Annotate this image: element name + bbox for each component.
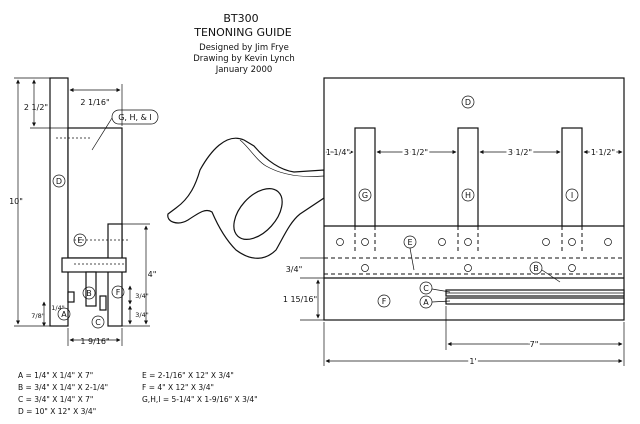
front-label-g-circle [358, 188, 372, 202]
front-dim-e-height: 3/4" [286, 265, 303, 274]
front-label-b-leader [541, 269, 561, 283]
side-label-e-circle [73, 233, 87, 247]
side-label-f: F [116, 288, 121, 297]
front-label-i: I [571, 191, 573, 200]
front-label-h-circle [461, 188, 475, 202]
side-dim-height: 10" [9, 197, 23, 206]
side-callout-leader [91, 117, 113, 151]
front-label-f: F [382, 297, 387, 306]
side-part-d [49, 77, 69, 327]
parts-list-item: C = 3/4" X 1/4" X 7" [18, 395, 93, 404]
side-label-b-circle [82, 286, 96, 300]
side-callout-box [111, 109, 159, 125]
saw-handle [167, 137, 325, 259]
side-label-f-circle [111, 285, 125, 299]
drawing-title: BT300 [223, 12, 258, 25]
front-dim-left: 1 1/4" [326, 148, 350, 157]
title-block: BT300 TENONING GUIDE Designed by Jim Fry… [193, 12, 295, 75]
screw-symbol [568, 238, 576, 246]
side-label-d-circle [52, 174, 66, 188]
front-screws [336, 238, 612, 272]
side-dim-small-a: 1/4" [51, 304, 64, 312]
parts-list-item: B = 3/4" X 1/4" X 2-1/4" [18, 383, 108, 392]
side-dim-b1: 3/4" [135, 292, 148, 300]
front-label-b: B [533, 264, 539, 273]
front-label-d-circle [461, 95, 475, 109]
side-label-b: B [86, 289, 92, 298]
designer-credit: Designed by Jim Frye [199, 43, 289, 53]
front-part-g [354, 127, 376, 227]
side-part-b [85, 271, 97, 307]
side-label-a: A [61, 310, 67, 319]
screw-symbol [361, 238, 369, 246]
front-label-a-leader [431, 300, 451, 303]
drawing-date: January 2000 [215, 65, 273, 75]
parts-list-item: G,H,I = 5-1/4" X 1-9/16" X 3/4" [142, 395, 258, 404]
front-label-e-leader [409, 247, 415, 271]
side-dim-top: 2 1/2" [24, 103, 48, 112]
front-label-d: D [465, 98, 471, 107]
parts-list: A = 1/4" X 1/4" X 7" B = 3/4" X 1/4" X 2… [18, 371, 258, 416]
side-dim-lower: 4" [148, 270, 157, 279]
front-label-c-leader [431, 288, 451, 293]
side-clamp-plate [61, 257, 127, 273]
side-dim-small-b: 7/8" [31, 312, 44, 320]
parts-list-item: F = 4" X 12" X 3/4" [142, 383, 214, 392]
drafter-credit: Drawing by Kevin Lynch [193, 54, 294, 64]
front-label-i-circle [565, 188, 579, 202]
front-label-e: E [407, 238, 412, 247]
side-label-e: E [77, 236, 82, 245]
saw-handle-edge [239, 139, 325, 177]
front-label-c-circle [419, 281, 433, 295]
front-dim-space2: 3 1/2" [508, 148, 532, 157]
side-dim-base-width: 1 9/16" [80, 337, 109, 346]
screw-symbol [568, 264, 576, 272]
screw-symbol [604, 238, 612, 246]
front-dim-overall: 1' [469, 357, 476, 366]
side-label-d: D [56, 177, 62, 186]
front-dim-right: 1 1/2" [591, 148, 615, 157]
screw-symbol [361, 264, 369, 272]
side-view: D E B F A C G, H, & I 10" 2 1/2" 2 1/16"… [9, 77, 159, 346]
front-view: D G H I E B C A F 1 1/4" 3 1/2" 3 1/2" 1… [283, 77, 625, 368]
front-label-a: A [423, 298, 429, 307]
side-label-c: C [95, 318, 101, 327]
side-dim-top-width: 2 1/16" [80, 98, 109, 107]
screw-symbol [336, 238, 344, 246]
front-label-h: H [465, 191, 471, 200]
saw-grip-hole [233, 188, 283, 240]
front-label-g: G [362, 191, 368, 200]
drawing-subtitle: TENONING GUIDE [193, 26, 292, 39]
front-label-b-circle [529, 261, 543, 275]
front-dim-space1: 3 1/2" [404, 148, 428, 157]
front-part-h [457, 127, 479, 227]
parts-list-item: A = 1/4" X 1/4" X 7" [18, 371, 93, 380]
front-dim-f-height: 1 15/16" [283, 295, 317, 304]
front-dim-rail: 7" [530, 340, 539, 349]
front-label-f-circle [377, 294, 391, 308]
saw-handle-shape [167, 137, 325, 259]
front-label-c: C [423, 284, 429, 293]
screw-symbol [542, 238, 550, 246]
parts-list-item: E = 2-1/16" X 12" X 3/4" [142, 371, 234, 380]
screw-symbol [438, 238, 446, 246]
side-part-a [67, 291, 75, 303]
screw-symbol [464, 238, 472, 246]
side-dim-b2: 3/4" [135, 311, 148, 319]
front-part-i [561, 127, 583, 227]
front-rail-a [445, 297, 625, 305]
side-label-a-circle [57, 307, 71, 321]
side-part-f-block [107, 223, 123, 327]
parts-list-item: D = 10" X 12" X 3/4" [18, 407, 96, 416]
screw-symbol [464, 264, 472, 272]
side-part-c [99, 295, 107, 311]
side-callout: G, H, & I [118, 113, 152, 122]
side-label-c-circle [91, 315, 105, 329]
